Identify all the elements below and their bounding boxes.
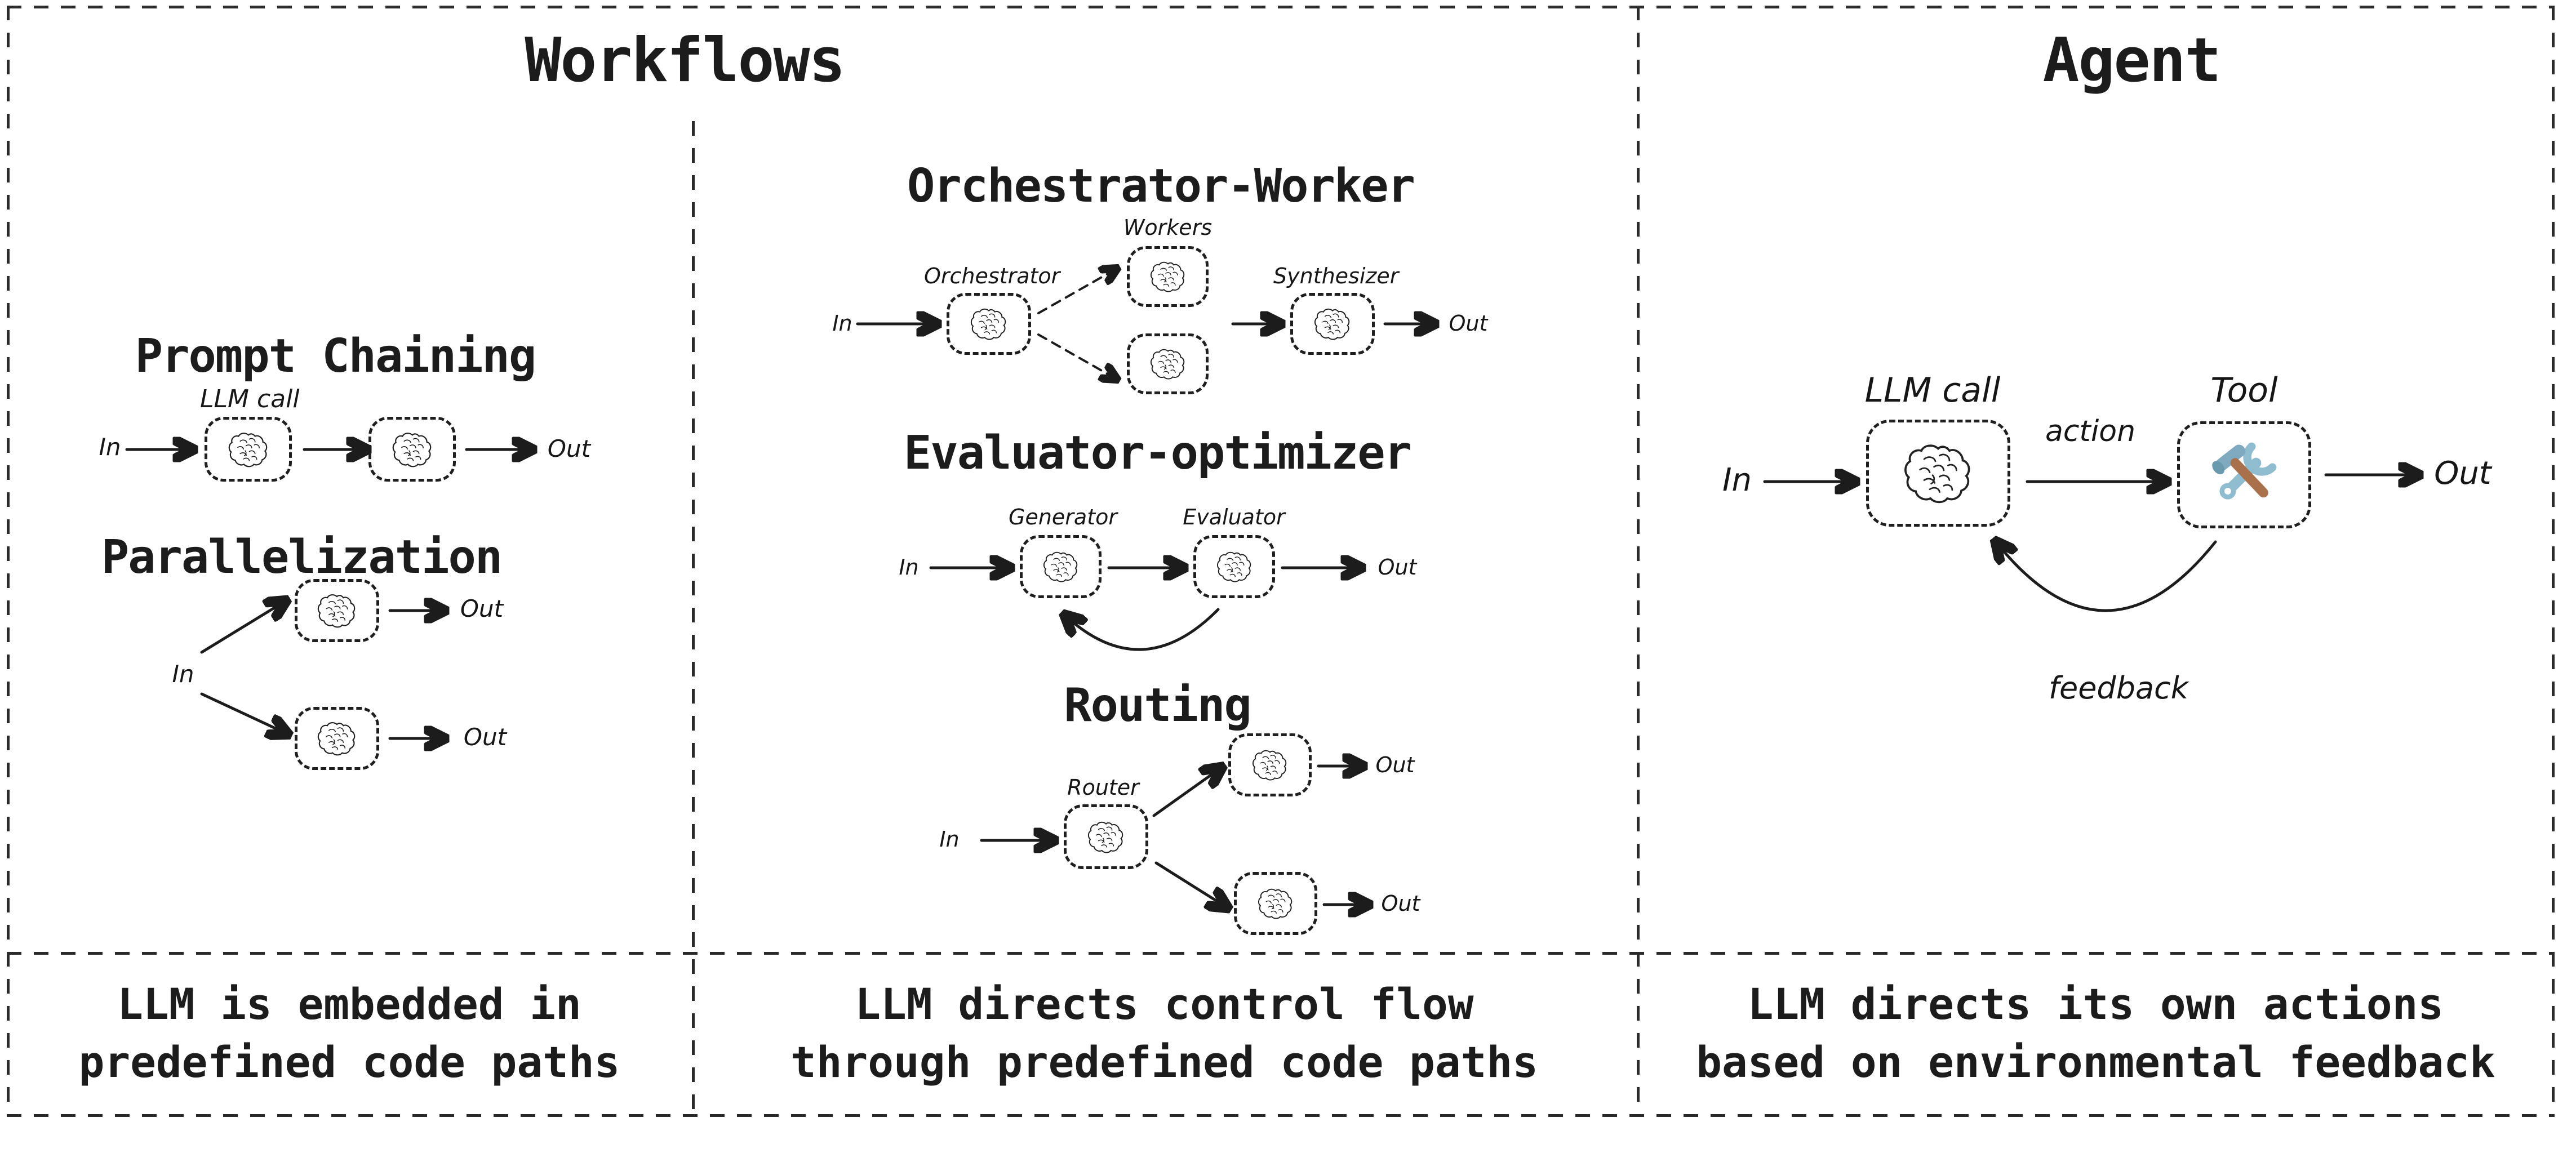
brain-icon [1042,550,1080,583]
out-label: Out [547,435,591,462]
frame-bottom-border [7,1114,2555,1117]
agent-caption: LLM directs its own actions based on env… [1637,952,2555,1115]
hammer-wrench-icon [2207,438,2281,512]
caption-line: through predefined code paths [790,1037,1538,1087]
brain-icon [392,431,433,468]
brain-icon [1087,820,1125,854]
action-label: action [2045,415,2136,448]
in-label: In [1722,462,1752,498]
in-label: In [172,660,194,688]
evaluator-optimizer-heading: Evaluator-optimizer [904,426,1412,480]
orchestrator-worker-heading: Orchestrator-Worker [907,159,1415,213]
arrow-orchestrator-to-worker-bottom [1037,333,1116,379]
brain-icon [970,307,1008,341]
prompt-chaining-heading: Prompt Chaining [135,330,537,383]
agent-title: Agent [2042,25,2221,96]
workflows-title: Workflows [525,25,845,96]
generator-box [1020,535,1102,598]
arrow-evaluator-feedback-to-generator [1066,609,1220,651]
worker-box-top [1127,246,1209,307]
route-box-bottom [1234,872,1317,935]
router-label: Router [1067,775,1139,800]
divider-workflows-columns [692,121,695,1114]
agent-tool-label: Tool [2210,371,2278,410]
out-label: Out [2434,455,2491,492]
llm-call-label: LLM call [200,385,300,413]
orchestrator-label: Orchestrator [924,264,1060,288]
workers-label: Workers [1123,215,1213,240]
arrow-agent-feedback-to-llm [1997,542,2217,612]
in-label: In [899,555,919,580]
generator-label: Generator [1009,505,1117,529]
brain-icon [1257,887,1294,920]
arrow-in-to-parallel-bottom [200,692,286,733]
divider-workflows-agent [1637,6,1640,1114]
in-label: In [939,827,960,852]
evaluator-box [1193,535,1275,598]
brain-icon [1149,260,1187,293]
brain-icon [1902,442,1974,505]
brain-icon [1251,749,1289,781]
feedback-label: feedback [2048,670,2189,706]
out-label: Out [1378,555,1417,580]
divider-captions [7,952,2555,955]
caption-line: based on environmental feedback [1696,1037,2495,1087]
brain-icon [317,593,357,629]
out-label: Out [1381,891,1420,916]
agent-tool-box [2177,421,2311,528]
in-label: In [832,311,852,336]
arrow-router-to-route-top [1152,768,1220,817]
out-label: Out [460,595,504,622]
caption-line: predefined code paths [78,1037,620,1087]
in-label: In [99,433,121,461]
brain-icon [228,431,269,468]
frame-right-border [2552,6,2555,1117]
synthesizer-label: Synthesizer [1273,264,1399,288]
route-box-top [1228,733,1312,796]
router-box [1064,804,1148,869]
worker-box-bottom [1127,333,1209,394]
parallelization-heading: Parallelization [101,531,503,584]
brain-icon [317,720,357,756]
caption-line: LLM directs its own actions [1747,979,2444,1030]
arrow-router-to-route-bottom [1154,861,1226,907]
routing-heading: Routing [1064,679,1252,732]
caption-line: LLM directs control flow [855,979,1474,1030]
synthesizer-box [1290,293,1375,355]
orchestrator-box [947,293,1031,355]
parallel-llm-box-top [295,579,379,642]
agent-llm-call-label: LLM call [1864,371,2001,410]
out-label: Out [463,723,507,751]
parallel-llm-box-bottom [295,707,379,770]
llm-box-2 [368,417,456,482]
llm-call-box [205,417,292,482]
out-label: Out [1449,311,1488,336]
evaluator-label: Evaluator [1183,505,1285,529]
caption-line: LLM is embedded in [117,979,581,1030]
brain-icon [1313,307,1352,341]
out-label: Out [1375,753,1415,777]
frame-top-border [7,6,2555,8]
workflows-caption-middle: LLM directs control flow through predefi… [692,952,1637,1115]
arrow-in-to-parallel-top [200,602,285,654]
agent-llm-box [1866,420,2010,527]
workflows-caption-left: LLM is embedded in predefined code paths [7,952,692,1115]
frame-left-border [7,6,10,1117]
brain-icon [1216,550,1253,583]
brain-icon [1149,348,1187,380]
